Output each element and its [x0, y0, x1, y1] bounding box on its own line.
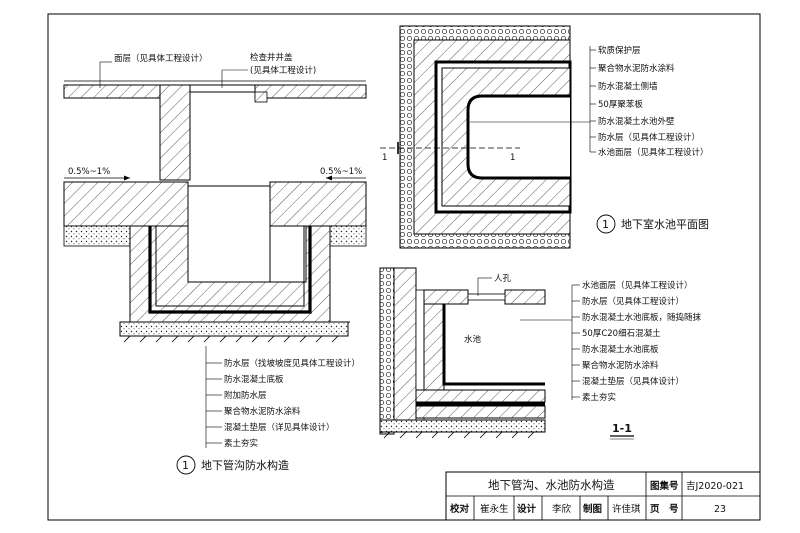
section-layer-list: 水池面层（见具体工程设计） 防水层（见具体工程设计） 防水混凝土水池底板，随捣随…	[572, 280, 702, 403]
manhole-label: 人孔	[494, 274, 512, 284]
sheet-frame	[47, 13, 761, 521]
trench-layer-4: 混凝土垫层（详见具体设计）	[224, 422, 335, 433]
plan-layer-6: 水池面层（见具体工程设计）	[598, 147, 709, 158]
ground-slab-right	[269, 181, 367, 227]
plan-layer-4: 防水混凝土水池外壁	[598, 116, 675, 127]
design-name: 李欣	[552, 503, 572, 515]
section-mark-left: 1	[382, 153, 387, 163]
plan-layer-list: 软质保护层 聚合物水泥防水涂料 防水混凝土侧墙 50厚聚苯板 防水混凝土水池外壁…	[590, 45, 709, 158]
slope-label-left: 0.5%~1%	[68, 167, 110, 177]
section-protective-layer	[379, 267, 395, 435]
plan-caption: 地下室水池平面图	[621, 217, 709, 231]
check-name: 崔永生	[480, 503, 509, 515]
check-label: 校对	[450, 503, 470, 515]
plan-layer-1: 聚合物水泥防水涂料	[598, 63, 675, 74]
section-pool-wall	[423, 289, 445, 391]
atlas-number: 吉J2020-021	[686, 481, 744, 492]
plan-caption-circle	[596, 214, 616, 234]
plan-layer-0: 软质保护层	[598, 45, 641, 56]
pool-label: 水池	[464, 334, 482, 345]
design-label: 设计	[517, 503, 537, 515]
section-layer-6: 混凝土垫层（见具体设计）	[582, 376, 684, 387]
trench-caption-num: 1	[182, 459, 189, 472]
trench-detail: 0.5%~1% 0.5%~1% 面层（见具体工程设计） 检查井井盖 (见具体工程…	[63, 52, 367, 475]
trench-layer-0: 防水层（找坡坡度见具体工程设计）	[224, 358, 360, 369]
section-mark-right: 1	[510, 153, 515, 163]
section-side-wall	[393, 267, 417, 429]
slope-label-right: 0.5%~1%	[320, 167, 362, 177]
surface-label: 面层（见具体工程设计）	[114, 53, 208, 64]
manhole-cover	[467, 293, 506, 301]
well-wall-left	[159, 84, 191, 181]
trench-layer-5: 素土夯实	[224, 438, 258, 449]
surface-slab-left	[63, 84, 161, 99]
plan-layer-5: 防水层（见具体工程设计）	[598, 132, 700, 143]
pool-plan-detail: 1 1 软质保护层 聚合物水泥防水涂料 防水混凝土侧墙 50厚聚苯板 防水混凝土…	[380, 25, 709, 249]
plan-layer-2: 防水混凝土侧墙	[598, 81, 658, 92]
cover-label-1: 检查井井盖	[250, 52, 293, 63]
trench-layer-3: 聚合物水泥防水涂料	[224, 406, 301, 417]
trench-caption-circle	[176, 455, 196, 475]
well-cover	[189, 84, 256, 93]
plan-caption-num: 1	[602, 218, 609, 231]
section-layer-3: 50厚C20细石混凝土	[582, 328, 661, 339]
section-caption: 1-1	[612, 422, 632, 435]
surface-slab-right	[254, 84, 367, 99]
page-label: 页 号	[650, 504, 679, 515]
trench-layer-2: 附加防水层	[224, 390, 267, 401]
plan-layer-3: 50厚聚苯板	[598, 99, 643, 110]
section-layer-1: 防水层（见具体工程设计）	[582, 296, 684, 307]
page-number: 23	[714, 504, 726, 515]
section-layer-5: 聚合物水泥防水涂料	[582, 360, 659, 371]
section-pool-lining	[442, 304, 545, 386]
cover-label-2: (见具体工程设计)	[250, 65, 316, 76]
cushion-layer	[119, 321, 349, 337]
draw-label: 制图	[583, 503, 602, 515]
section-layer-7: 素土夯实	[582, 392, 616, 403]
section-layer-0: 水池面层（见具体工程设计）	[582, 280, 693, 291]
draw-name: 许佳琪	[612, 503, 641, 515]
atlas-label: 图集号	[650, 480, 679, 492]
trench-layer-1: 防水混凝土底板	[224, 374, 284, 385]
title-block: 地下管沟、水池防水构造 图集号 吉J2020-021 校对 崔永生 设计 李欣 …	[445, 471, 761, 521]
trench-layer-list: 防水层（找坡坡度见具体工程设计） 防水混凝土底板 附加防水层 聚合物水泥防水涂料…	[206, 358, 360, 449]
trench-caption: 地下管沟防水构造	[201, 458, 289, 472]
ground-slab-left	[63, 181, 189, 227]
section-layer-2: 防水混凝土水池底板，随捣随抹	[582, 312, 702, 323]
trench-cavity	[187, 185, 271, 283]
section-detail: 人孔 水池 水池面层（见具体工程设计） 防水层（见具体工程设计） 防水混凝土水池…	[379, 267, 702, 440]
section-cushion	[379, 419, 546, 433]
section-layer-4: 防水混凝土水池底板	[582, 344, 659, 355]
waterproof-membrane	[148, 226, 312, 314]
sheet-title: 地下管沟、水池防水构造	[488, 478, 615, 492]
